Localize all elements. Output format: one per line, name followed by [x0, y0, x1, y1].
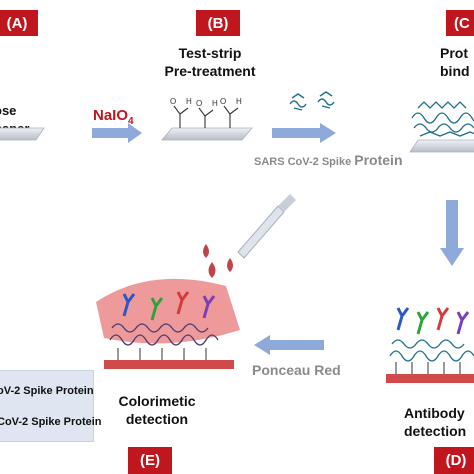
arrow-d-to-e	[254, 335, 324, 355]
antibody-strip-d	[386, 307, 474, 383]
panel-c-label: Prot bind	[440, 44, 474, 80]
arrow-b-to-c	[272, 123, 336, 143]
svg-text:H: H	[186, 97, 192, 106]
panel-c-badge: (C	[446, 10, 474, 36]
naio4-main: NaIO	[93, 107, 129, 124]
panel-d-label-line1: Antibody	[404, 405, 465, 421]
svg-text:H: H	[212, 99, 218, 108]
panel-d-label: Antibody detection	[404, 404, 474, 440]
paper-strip-a	[0, 127, 45, 141]
svg-text:O: O	[196, 99, 202, 108]
panel-b-label-line1: Test-strip	[178, 45, 242, 61]
panel-e-badge: (E)	[128, 447, 172, 474]
svg-text:H: H	[236, 97, 242, 106]
spike-protein-small-2	[317, 91, 335, 109]
sars-prefix: SARS CoV-2 Spike	[254, 156, 355, 168]
spike-protein-small-1	[289, 93, 307, 111]
ponceau-label: Ponceau Red	[252, 362, 341, 378]
panel-a-badge: (A)	[0, 10, 38, 36]
panel-b-badge: (B)	[196, 10, 240, 36]
ponceau-drops	[203, 244, 233, 278]
panel-d-badge: (D)	[434, 447, 474, 474]
svg-text:O: O	[220, 97, 226, 106]
panel-d-label-line2: detection	[404, 423, 467, 439]
naio4-subscript: 4	[128, 116, 134, 127]
sars-suffix: Protein	[354, 152, 403, 168]
arrow-c-to-d	[440, 200, 464, 266]
naio4-label: NaIO4	[93, 107, 134, 127]
panel-c-label-line2: bind	[440, 63, 470, 79]
legend-item-1: oV-2 Spike Protein	[0, 385, 94, 397]
panel-b-label-line2: Pre-treatment	[164, 63, 256, 79]
panel-e-label-line2: detection	[125, 411, 189, 427]
panel-e-label-line1: Colorimetic	[118, 393, 196, 409]
panel-b-label: Test-strip Pre-treatment	[150, 44, 270, 80]
legend-item-2: CoV-2 Spike Protein	[0, 416, 102, 428]
panel-c-label-line1: Prot	[440, 45, 468, 61]
dropper	[237, 194, 296, 259]
stained-strip-e	[96, 278, 240, 369]
panel-e-label: Colorimetic detection	[112, 392, 202, 428]
arrow-a-to-b	[92, 123, 142, 143]
sars-label: SARS CoV-2 Spike Protein	[254, 152, 403, 170]
legend-box: oV-2 Spike Protein CoV-2 Spike Protein	[0, 370, 102, 442]
svg-text:O: O	[170, 97, 176, 106]
protein-bound-strip-c	[409, 101, 474, 153]
